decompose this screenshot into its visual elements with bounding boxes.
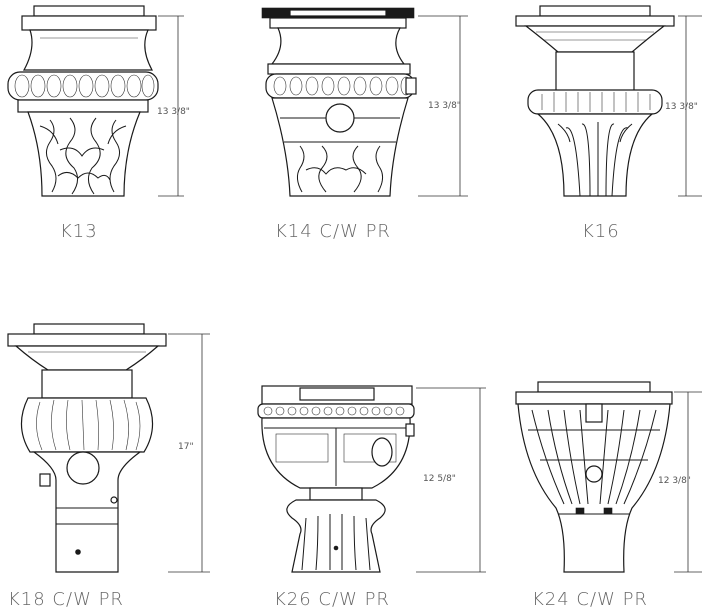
k18-model-label: K18 C/W PR (8, 589, 124, 610)
k24-drawing (515, 381, 702, 573)
k13-height-dimension: 13 3/8" (157, 107, 190, 117)
k16-drawing (515, 5, 702, 197)
k13-drawing (7, 5, 184, 197)
k24-model-label: K24 C/W PR (532, 589, 648, 610)
k18-height-dimension: 17" (178, 442, 194, 452)
k26-drawing (257, 385, 486, 573)
k16-height-dimension: 13 3/8" (665, 102, 698, 112)
k24-height-dimension: 12 3/8" (658, 476, 691, 486)
k14-drawing (261, 7, 468, 197)
k16-model-label: K16 (582, 221, 620, 242)
k14-height-dimension: 13 3/8" (428, 101, 461, 111)
k18-drawing (7, 323, 210, 573)
k26-model-label: K26 C/W PR (274, 589, 390, 610)
k14-model-label: K14 C/W PR (275, 221, 391, 242)
k13-model-label: K13 (60, 221, 98, 242)
k26-height-dimension: 12 5/8" (423, 474, 456, 484)
